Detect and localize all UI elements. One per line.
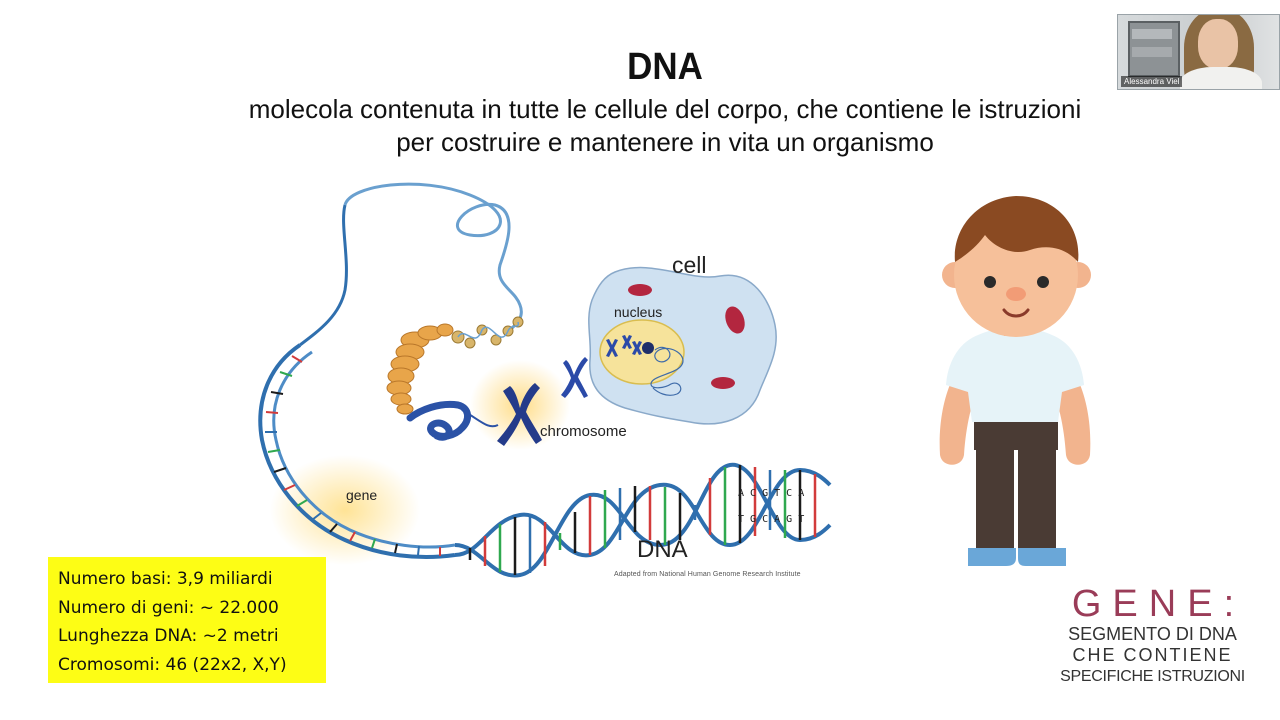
stat-cromosomi: Cromosomi: 46 (22x2, X,Y) xyxy=(58,654,287,675)
nucleosome-beads xyxy=(451,316,524,349)
participant-face xyxy=(1198,19,1238,69)
chromatin-blue-coil xyxy=(406,400,471,441)
stat-lunghezza-dna: Lunghezza DNA: ~2 metri xyxy=(58,626,279,646)
subtitle-line-1: molecola contenuta in tutte le cellule d… xyxy=(248,94,1082,124)
slide-subtitle: molecola contenuta in tutte le cellule d… xyxy=(160,93,1170,159)
participant-body xyxy=(1180,67,1262,89)
figure-credit: Adapted from National Human Genome Resea… xyxy=(614,571,801,578)
dna-base-letters-bottom: T G C A G T xyxy=(738,514,804,525)
dna-helix-left-strand-b xyxy=(272,350,456,549)
label-dna: DNA xyxy=(637,536,688,563)
label-cell: cell xyxy=(672,252,707,278)
nucleus-chromosomes xyxy=(606,335,654,357)
dna-helix-strand-a xyxy=(454,467,832,558)
dna-diagram-illustration: A C G T C A T G C A G T xyxy=(258,182,832,578)
gene-definition-line-3: SPECIFICHE ISTRUZIONI xyxy=(1060,668,1245,685)
dna-base-letters-top: A C G T C A xyxy=(738,488,804,499)
nucleus-dna-squiggle xyxy=(650,346,684,396)
nucleus-shape xyxy=(599,319,685,385)
small-chromosome xyxy=(561,357,588,398)
boy-cartoon-icon xyxy=(939,196,1091,566)
subtitle-line-2: per costruire e mantenere in vita un org… xyxy=(396,127,934,157)
video-background-item xyxy=(1132,29,1172,39)
participant-name-label: Alessandra Viel xyxy=(1121,76,1183,87)
chromosome-glow xyxy=(470,360,570,450)
dna-stats-box: Numero basi: 3,9 miliardi Numero di geni… xyxy=(48,557,326,683)
label-nucleus: nucleus xyxy=(614,304,663,320)
dna-helix-strand-b xyxy=(454,462,832,578)
stat-numero-basi: Numero basi: 3,9 miliardi xyxy=(58,569,273,589)
chromatin-coil xyxy=(386,323,454,415)
label-gene: gene xyxy=(346,487,378,503)
dna-helix-left-strand-a xyxy=(258,343,456,560)
dna-thin-strand xyxy=(343,182,523,332)
gene-glow xyxy=(270,455,420,565)
gene-title: GENE: xyxy=(1071,583,1246,625)
slide-title: DNA xyxy=(627,46,703,88)
label-chromosome: chromosome xyxy=(540,423,627,440)
chromosome-shape xyxy=(497,383,542,446)
gene-definition: GENE: SEGMENTO DI DNA CHE CONTIENE SPECI… xyxy=(1040,584,1265,687)
gene-definition-line-2: CHE CONTIENE xyxy=(1072,645,1233,665)
mitochondria xyxy=(628,284,745,389)
stat-numero-geni: Numero di geni: ~ 22.000 xyxy=(58,597,279,618)
gene-definition-line-1: SEGMENTO DI DNA xyxy=(1068,624,1237,644)
video-background-item xyxy=(1132,47,1172,57)
participant-video-tile[interactable]: Alessandra Viel xyxy=(1117,14,1280,90)
